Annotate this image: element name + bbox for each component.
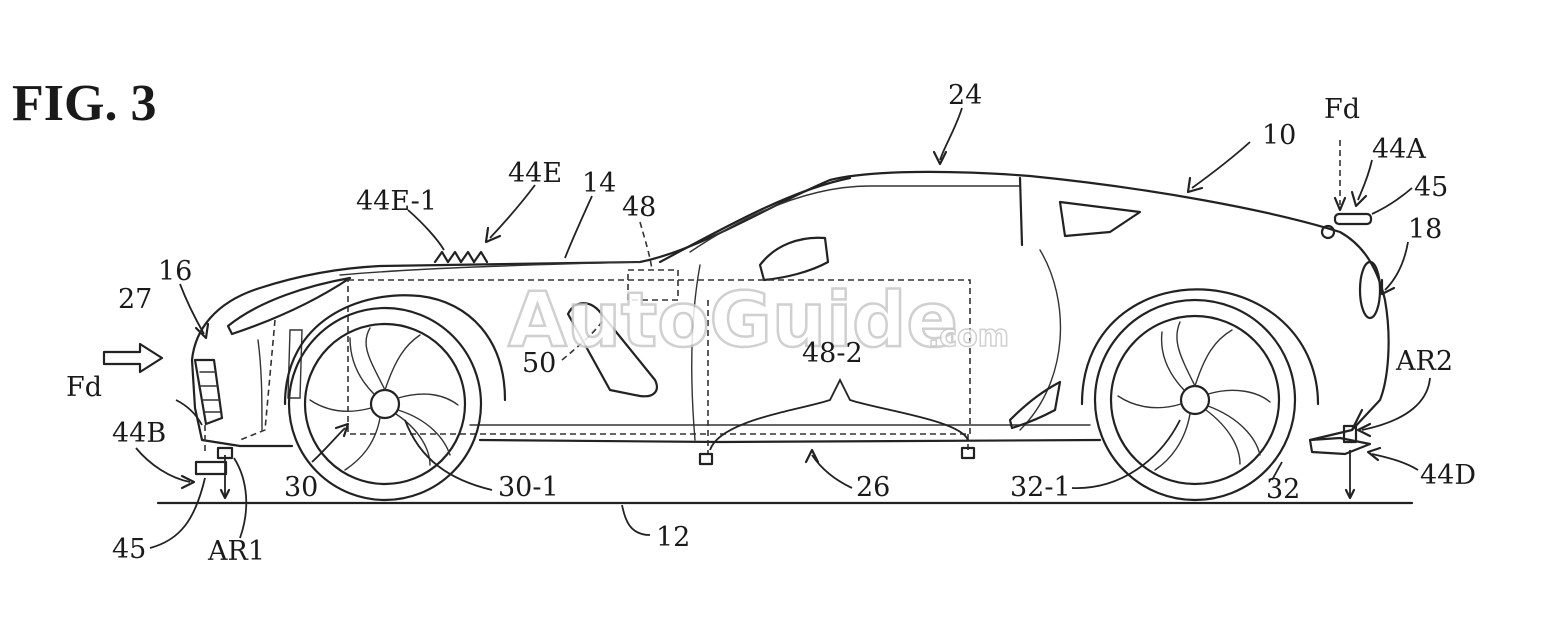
front-wheel xyxy=(283,294,507,502)
label-fd-rear: Fd xyxy=(1324,94,1360,125)
front-air-dam xyxy=(194,446,234,500)
rear-wheel xyxy=(1080,288,1320,502)
watermark: AutoGuide xyxy=(508,275,958,364)
label-ar1: AR1 xyxy=(207,536,265,567)
rear-quarter-window xyxy=(1058,200,1142,238)
label-44d: 44D xyxy=(1420,460,1476,491)
label-fd-front: Fd xyxy=(66,372,102,403)
label-18: 18 xyxy=(1408,214,1442,245)
label-12: 12 xyxy=(656,522,690,553)
b-pillar xyxy=(1018,176,1024,247)
rocker-line xyxy=(478,438,1102,444)
rear-wheel-arch xyxy=(1080,288,1320,406)
airflow-arrow-shape xyxy=(102,342,164,374)
rear-diffuser xyxy=(1308,424,1372,500)
controller-48-box xyxy=(627,269,679,301)
label-ar2: AR2 xyxy=(1395,346,1453,377)
front-air-dam-element xyxy=(194,460,228,476)
hood-vents xyxy=(433,250,489,264)
label-45-front: 45 xyxy=(112,534,146,565)
rear-bumper xyxy=(1308,408,1364,442)
label-45-rear: 45 xyxy=(1414,172,1448,203)
door-rear-edge xyxy=(1019,249,1062,431)
taillight xyxy=(1358,260,1382,320)
label-32-1: 32-1 xyxy=(1010,472,1071,503)
label-24: 24 xyxy=(948,80,982,111)
label-44e-1: 44E-1 xyxy=(356,186,437,217)
hood-line xyxy=(339,261,641,276)
label-10: 10 xyxy=(1262,120,1296,151)
sensor-right xyxy=(960,446,976,460)
label-48: 48 xyxy=(622,192,656,223)
rear-side-scoop xyxy=(1008,380,1062,430)
side-air-intake xyxy=(566,302,658,398)
body-silhouette xyxy=(190,170,1390,432)
label-44e: 44E xyxy=(508,158,562,189)
door-front-edge xyxy=(691,264,701,441)
label-14: 14 xyxy=(582,168,616,199)
label-32: 32 xyxy=(1266,474,1300,505)
label-27: 27 xyxy=(118,284,152,315)
front-wheel-spokes xyxy=(309,327,459,471)
rear-diffuser-element xyxy=(1308,436,1372,456)
front-grille xyxy=(193,358,224,426)
front-wheel-arch xyxy=(283,294,507,406)
label-16: 16 xyxy=(158,256,192,287)
figure-title: FIG. 3 xyxy=(12,75,156,132)
reference-labels: 24 10 Fd 44A 45 18 44E-1 44E 14 48 16 27… xyxy=(66,80,1476,567)
leader-lines xyxy=(135,107,1431,549)
front-bumper xyxy=(190,358,294,448)
dashed-box xyxy=(347,279,971,435)
windshield-base xyxy=(658,176,852,264)
sensor-left xyxy=(698,452,714,466)
label-44b: 44B xyxy=(112,418,166,449)
roof-line xyxy=(689,185,1021,253)
label-44a: 44A xyxy=(1372,134,1426,165)
airflow-arrow xyxy=(102,342,164,374)
label-48-2: 48-2 xyxy=(802,338,863,369)
side-mirror xyxy=(758,236,830,282)
label-50: 50 xyxy=(522,348,556,379)
label-30: 30 xyxy=(284,472,318,503)
rear-wheel-spokes xyxy=(1117,321,1271,471)
label-26: 26 xyxy=(856,472,890,503)
watermark-suffix: .com xyxy=(928,319,1009,354)
fender-line xyxy=(257,339,263,431)
rear-spoiler-element xyxy=(1333,212,1373,226)
label-30-1: 30-1 xyxy=(498,472,559,503)
internal-dashed-region xyxy=(239,269,976,466)
headlight xyxy=(226,276,352,336)
